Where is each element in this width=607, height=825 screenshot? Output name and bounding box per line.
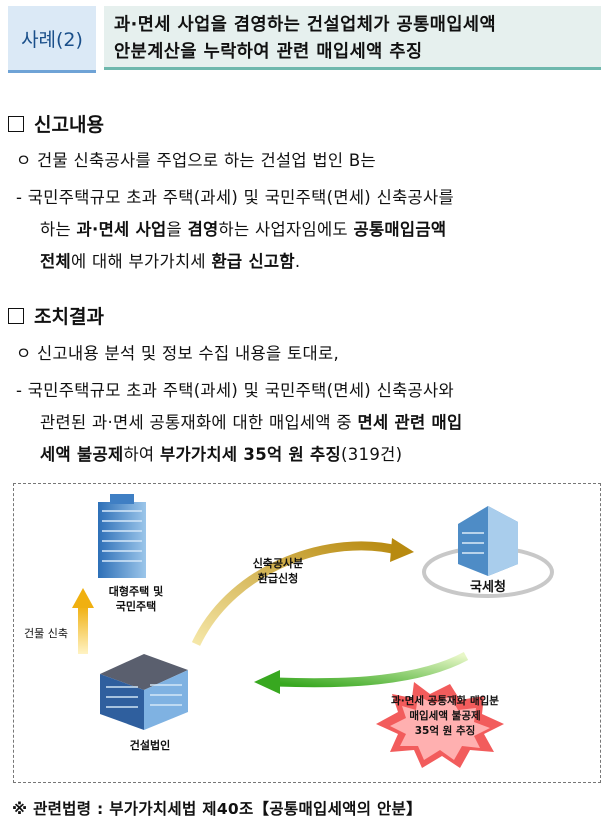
housing-label: 대형주택 및 국민주택 — [108, 585, 164, 613]
section-report: 신고내용 — [8, 110, 104, 137]
process-diagram: 대형주택 및 국민주택 건물 신축 건설법인 신축공사분 환급신청 국세청 과·… — [13, 483, 601, 783]
company-label: 건설법인 — [129, 739, 171, 752]
square-bullet-icon — [8, 116, 24, 132]
up-arrow-icon — [72, 588, 94, 654]
s1-dash-line2: 하는 과·면세 사업을 겸영하는 사업자임에도 공통매입금액 — [40, 220, 447, 239]
case-header: 사례(2) 과·면세 사업을 겸영하는 건설업체가 공통매입세액 안분계산을 누… — [8, 6, 601, 76]
starburst-icon — [376, 682, 504, 768]
case-title: 과·면세 사업을 겸영하는 건설업체가 공통매입세액 안분계산을 누락하여 관련… — [104, 6, 601, 70]
refund-label: 신축공사분 환급신청 — [252, 557, 304, 585]
s1-dash-line3: 전체에 대해 부가가치세 환급 신고함. — [40, 252, 301, 271]
company-building-icon — [100, 654, 188, 730]
s2-bullet: ㅇ 신고내용 분석 및 정보 수집 내용을 토대로, — [16, 344, 339, 363]
square-bullet-icon — [8, 308, 24, 324]
section-result-title: 조치결과 — [34, 306, 104, 328]
nts-building-icon — [422, 506, 554, 598]
related-law-note: ※ 관련법령 : 부가가치세법 제40조【공통매입세액의 안분】 — [12, 800, 422, 818]
case-title-line1: 과·면세 사업을 겸영하는 건설업체가 공통매입세액 — [114, 15, 497, 35]
section-report-title: 신고내용 — [34, 114, 104, 136]
section-result: 조치결과 — [8, 302, 104, 329]
case-tag: 사례(2) — [8, 6, 96, 73]
s2-dash-line3: 세액 불공제하여 부가가치세 35억 원 추징(319건) — [40, 445, 403, 464]
diagram-graphics — [72, 494, 554, 768]
s1-bullet: ㅇ 건물 신축공사를 주업으로 하는 건설업 법인 B는 — [16, 151, 377, 170]
s2-dash-line2: 관련된 과·면세 공통재화에 대한 매입세액 중 면세 관련 매입 — [40, 413, 463, 432]
refund-curve-arrow-icon — [191, 538, 414, 646]
housing-building-icon — [98, 494, 146, 578]
penalty-label: 과·면세 공통재화 매입분 매입세액 불공제 35억 원 추징 — [391, 695, 499, 737]
penalty-curve-arrow-icon — [254, 652, 469, 694]
s2-dash-line1: - 국민주택규모 초과 주택(과세) 및 국민주택(면세) 신축공사와 — [16, 381, 454, 400]
case-title-line2: 안분계산을 누락하여 관련 매입세액 추징 — [114, 42, 423, 62]
nts-label: 국세청 — [470, 580, 506, 595]
construction-label: 건물 신축 — [24, 627, 68, 640]
s1-dash-line1: - 국민주택규모 초과 주택(과세) 및 국민주택(면세) 신축공사를 — [16, 188, 454, 207]
